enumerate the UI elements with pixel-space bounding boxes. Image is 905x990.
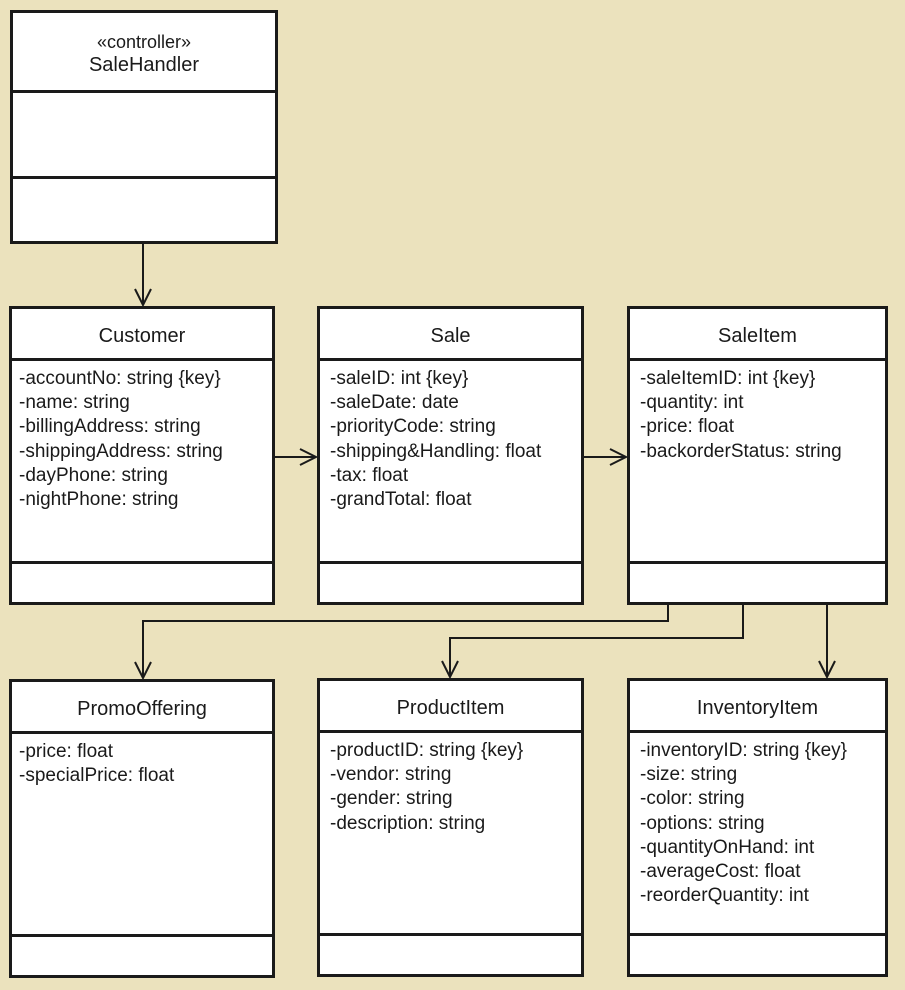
class-customer-attribute: -shippingAddress: string <box>19 440 223 462</box>
class-inventoryitem-attribute: -averageCost: float <box>640 861 801 883</box>
class-inventoryitem-attribute: -options: string <box>640 812 765 834</box>
class-promooffering-divider-2 <box>12 934 272 937</box>
class-saleitem-attributes: -saleItemID: int {key} -quantity: int -p… <box>630 361 885 464</box>
class-customer-attribute: -dayPhone: string <box>19 464 168 486</box>
class-saleitem-attribute: -quantity: int <box>640 392 744 414</box>
class-productitem-attribute: -description: string <box>330 812 486 834</box>
class-sale-attribute: -grandTotal: float <box>330 489 472 511</box>
class-saleitem-attribute: -saleItemID: int {key} <box>640 368 816 389</box>
arrowhead-productitem <box>441 660 459 680</box>
class-sale: Sale -saleID: int {key} -saleDate: date … <box>317 306 584 605</box>
class-customer-attribute: -nightPhone: string <box>19 489 179 511</box>
class-productitem-attributes: -productID: string {key} -vendor: string… <box>320 733 581 836</box>
class-promooffering-attributes: -price: float -specialPrice: float <box>12 734 272 788</box>
class-sale-attribute: -shipping&Handling: float <box>330 440 542 462</box>
class-inventoryitem-divider-2 <box>630 933 885 936</box>
class-inventoryitem-attribute: -inventoryID: string {key} <box>640 740 847 761</box>
class-salehandler-name-compartment: «controller» SaleHandler <box>13 31 275 77</box>
class-sale-attribute: -saleDate: date <box>330 392 459 414</box>
arrowhead-inventoryitem <box>818 660 836 680</box>
class-saleitem-name-compartment: SaleItem <box>630 324 885 348</box>
class-inventoryitem-attribute: -quantityOnHand: int <box>640 836 815 858</box>
class-saleitem-divider-2 <box>630 561 885 564</box>
class-salehandler-divider-2 <box>13 176 275 179</box>
class-sale-attributes: -saleID: int {key} -saleDate: date -prio… <box>320 361 581 512</box>
class-customer-divider-2 <box>12 561 272 564</box>
class-promooffering-name: PromoOffering <box>77 698 207 720</box>
class-saleitem: SaleItem -saleItemID: int {key} -quantit… <box>627 306 888 605</box>
arrowhead-customer <box>134 288 152 308</box>
class-salehandler: «controller» SaleHandler <box>10 10 278 244</box>
class-customer-attribute: -accountNo: string {key} <box>19 368 221 389</box>
class-customer-attribute: -name: string <box>19 392 130 414</box>
class-salehandler-divider-1 <box>13 90 275 93</box>
class-customer-attributes: -accountNo: string {key} -name: string -… <box>12 361 272 512</box>
class-sale-attribute: -saleID: int {key} <box>330 368 469 389</box>
class-productitem-name: ProductItem <box>396 697 505 719</box>
class-customer-name: Customer <box>98 325 186 347</box>
class-saleitem-divider-1 <box>630 358 885 361</box>
class-promooffering-divider-1 <box>12 731 272 734</box>
class-customer-attribute: -billingAddress: string <box>19 416 201 438</box>
class-inventoryitem: InventoryItem -inventoryID: string {key}… <box>627 678 888 977</box>
arrowhead-saleitem <box>609 448 629 466</box>
association-saleitem-promooffering <box>142 604 669 678</box>
class-sale-divider-1 <box>320 358 581 361</box>
class-promooffering-attribute: -specialPrice: float <box>19 765 175 787</box>
class-productitem-attribute: -vendor: string <box>330 764 452 786</box>
class-productitem-divider-1 <box>320 730 581 733</box>
class-sale-name-compartment: Sale <box>320 324 581 348</box>
class-inventoryitem-attribute: -reorderQuantity: int <box>640 885 809 907</box>
class-customer: Customer -accountNo: string {key} -name:… <box>9 306 275 605</box>
class-customer-divider-1 <box>12 358 272 361</box>
class-productitem-name-compartment: ProductItem <box>320 696 581 720</box>
class-productitem-attribute: -productID: string {key} <box>330 740 524 761</box>
class-productitem-divider-2 <box>320 933 581 936</box>
class-inventoryitem-attribute: -color: string <box>640 788 745 810</box>
arrowhead-sale <box>299 448 319 466</box>
association-saleitem-productitem <box>449 604 744 677</box>
class-inventoryitem-attributes: -inventoryID: string {key} -size: string… <box>630 733 885 908</box>
class-productitem-attribute: -gender: string <box>330 788 453 810</box>
class-salehandler-name: SaleHandler <box>88 54 200 76</box>
class-saleitem-name: SaleItem <box>718 325 797 347</box>
class-sale-attribute: -tax: float <box>330 464 409 486</box>
class-inventoryitem-name-compartment: InventoryItem <box>630 696 885 720</box>
class-promooffering-name-compartment: PromoOffering <box>12 697 272 721</box>
class-saleitem-attribute: -backorderStatus: string <box>640 440 842 462</box>
class-sale-attribute: -priorityCode: string <box>330 416 496 438</box>
class-saleitem-attribute: -price: float <box>640 416 734 438</box>
arrowhead-promooffering <box>134 661 152 681</box>
class-productitem: ProductItem -productID: string {key} -ve… <box>317 678 584 977</box>
class-sale-name: Sale <box>430 325 471 347</box>
class-inventoryitem-attribute: -size: string <box>640 764 738 786</box>
class-inventoryitem-name: InventoryItem <box>696 697 819 719</box>
class-inventoryitem-divider-1 <box>630 730 885 733</box>
class-sale-divider-2 <box>320 561 581 564</box>
class-promooffering-attribute: -price: float <box>19 741 113 762</box>
class-salehandler-stereotype: «controller» <box>96 32 192 52</box>
class-customer-name-compartment: Customer <box>12 324 272 348</box>
class-promooffering: PromoOffering -price: float -specialPric… <box>9 679 275 978</box>
